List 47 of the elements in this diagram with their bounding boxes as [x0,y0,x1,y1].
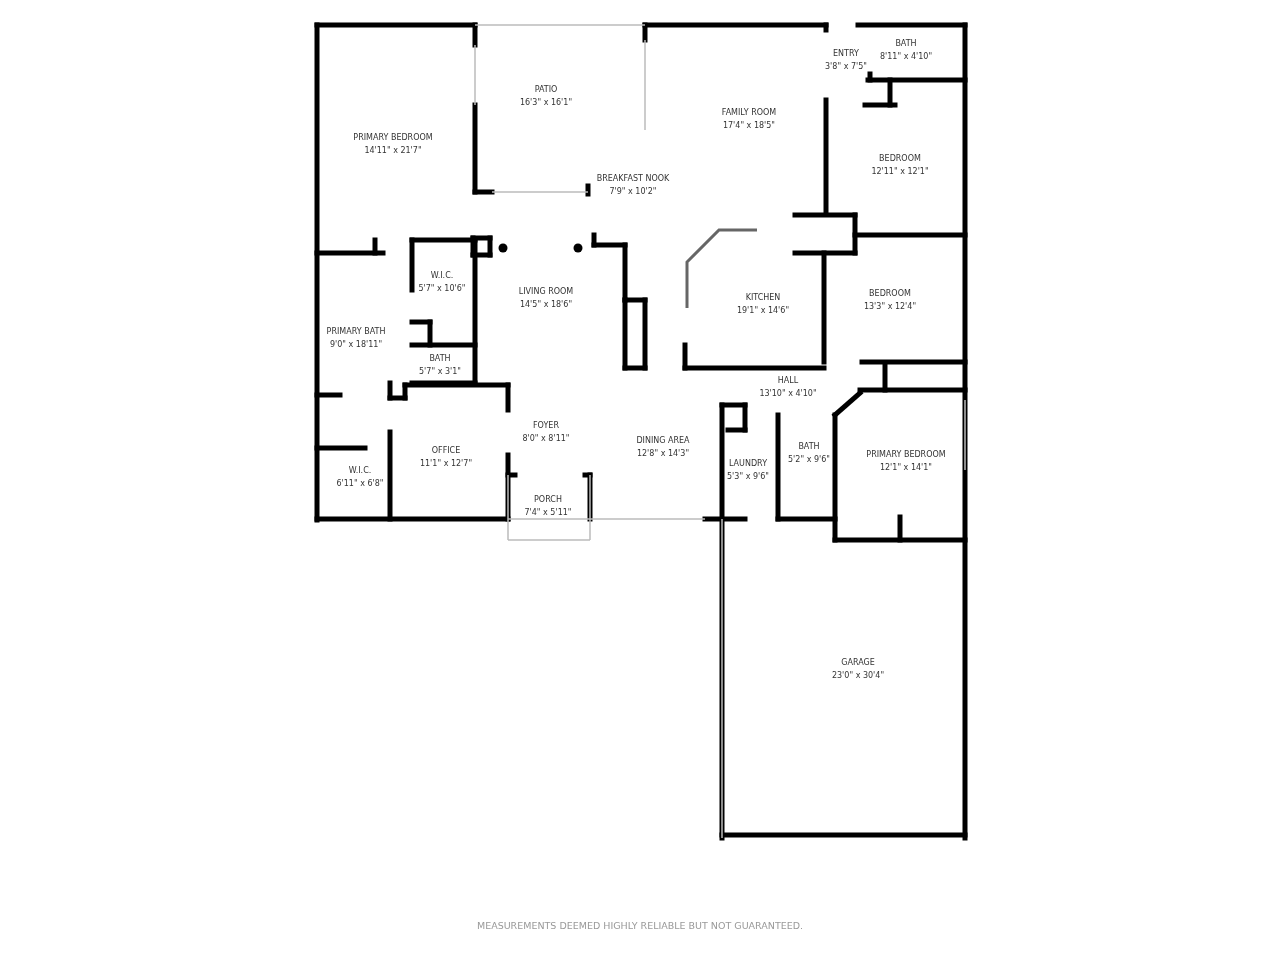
room-dimensions: 12'11" x 12'1" [871,166,929,178]
room-name: BEDROOM [878,153,922,165]
room-dimensions: 9'0" x 18'11" [328,339,384,351]
room-name: PORCH [533,494,563,506]
room-name: PRIMARY BATH [326,326,386,338]
room-dimensions: 19'1" x 14'6" [736,305,790,317]
room-name: BATH [428,353,452,365]
room-name: DINING AREA [636,435,690,447]
room-dimensions: 23'0" x 30'4" [831,670,885,682]
room-dimensions: 13'3" x 12'4" [863,301,917,313]
room-name: FOYER [532,420,560,432]
room-dimensions: 8'11" x 4'10" [879,51,933,63]
room-name: PATIO [533,84,559,96]
room-name: KITCHEN [744,292,782,304]
room-name: LIVING ROOM [518,286,574,298]
room-name: BEDROOM [868,288,912,300]
room-dimensions: 14'5" x 18'6" [518,299,574,311]
room-name: LAUNDRY [727,458,768,470]
room-name: PRIMARY BEDROOM [866,449,946,461]
room-dimensions: 3'8" x 7'5" [825,61,867,73]
room-name: OFFICE [430,445,462,457]
room-dimensions: 14'11" x 21'7" [363,145,423,157]
disclaimer-note: MEASUREMENTS DEEMED HIGHLY RELIABLE BUT NOT GUARANTEED. [475,920,805,931]
room-dimensions: 5'7" x 3'1" [419,366,461,378]
room-name: FAMILY ROOM [721,107,777,119]
room-dimensions: 5'3" x 9'6" [727,471,769,483]
room-dimensions: 16'3" x 16'1" [519,97,573,109]
room-dimensions: 7'9" x 10'2" [608,186,658,198]
room-name: GARAGE [840,657,876,669]
room-dimensions: 17'4" x 18'5" [721,120,777,132]
room-dimensions: 11'1" x 12'7" [419,458,473,470]
room-name: W.I.C. [429,270,455,282]
room-name: HALL [776,375,800,387]
room-name: PRIMARY BEDROOM [353,132,433,144]
room-dimensions: 6'11" x 6'8" [336,478,384,490]
room-dimensions: 7'4" x 5'11" [524,507,572,519]
room-name: ENTRY [832,48,860,60]
room-dimensions: 8'0" x 8'11" [522,433,570,445]
room-dimensions: 13'10" x 4'10" [759,388,817,400]
room-name: W.I.C. [347,465,373,477]
room-dimensions: 5'2" x 9'6" [788,454,830,466]
room-dimensions: 5'7" x 10'6" [418,283,466,295]
room-name: BATH [894,38,918,50]
room-dimensions: 12'1" x 14'1" [878,462,934,474]
room-name: BREAKFAST NOOK [596,173,670,185]
room-dimensions: 12'8" x 14'3" [636,448,690,460]
room-name: BATH [797,441,821,453]
